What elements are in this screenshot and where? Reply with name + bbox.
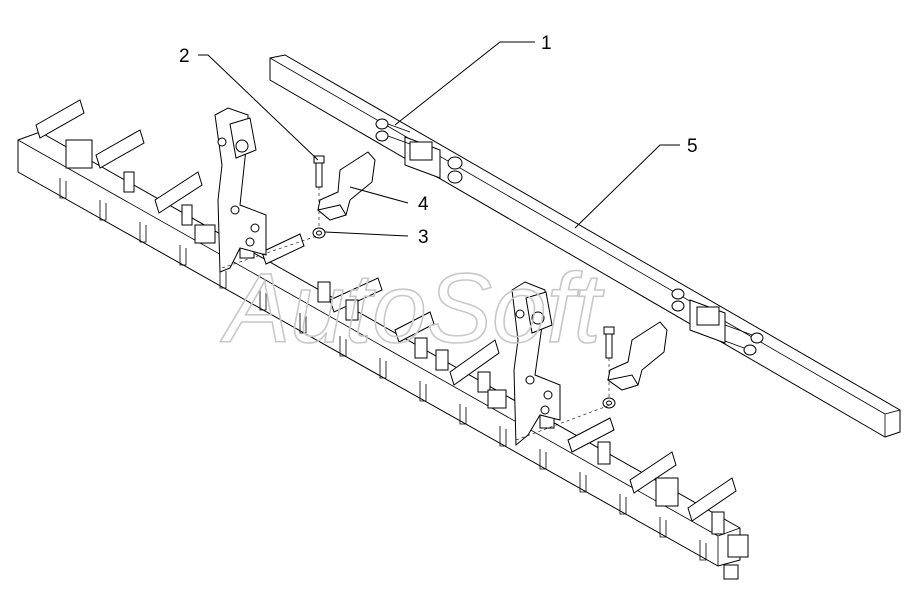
right-upright-stand (511, 281, 561, 447)
left-nut (312, 227, 326, 239)
upper-square-tube (269, 54, 901, 438)
left-bolt (313, 155, 325, 226)
callout-4: 4 (418, 194, 429, 215)
beam-tines (59, 178, 732, 578)
right-bolt (603, 326, 615, 398)
upper-tube-clamp-left (375, 118, 463, 184)
beam-plates (35, 99, 749, 580)
callout-1: 1 (541, 33, 552, 54)
right-bracket (606, 321, 668, 391)
watermark-text: AutoSoft (220, 253, 605, 363)
right-nut (602, 397, 616, 409)
callout-2: 2 (179, 46, 190, 67)
callout-5: 5 (687, 136, 698, 157)
left-upright-stand (214, 107, 267, 273)
upper-tube-clamp-right (671, 288, 764, 356)
left-bracket (316, 151, 376, 221)
callout-3: 3 (418, 227, 429, 248)
leader-lines (198, 41, 680, 237)
